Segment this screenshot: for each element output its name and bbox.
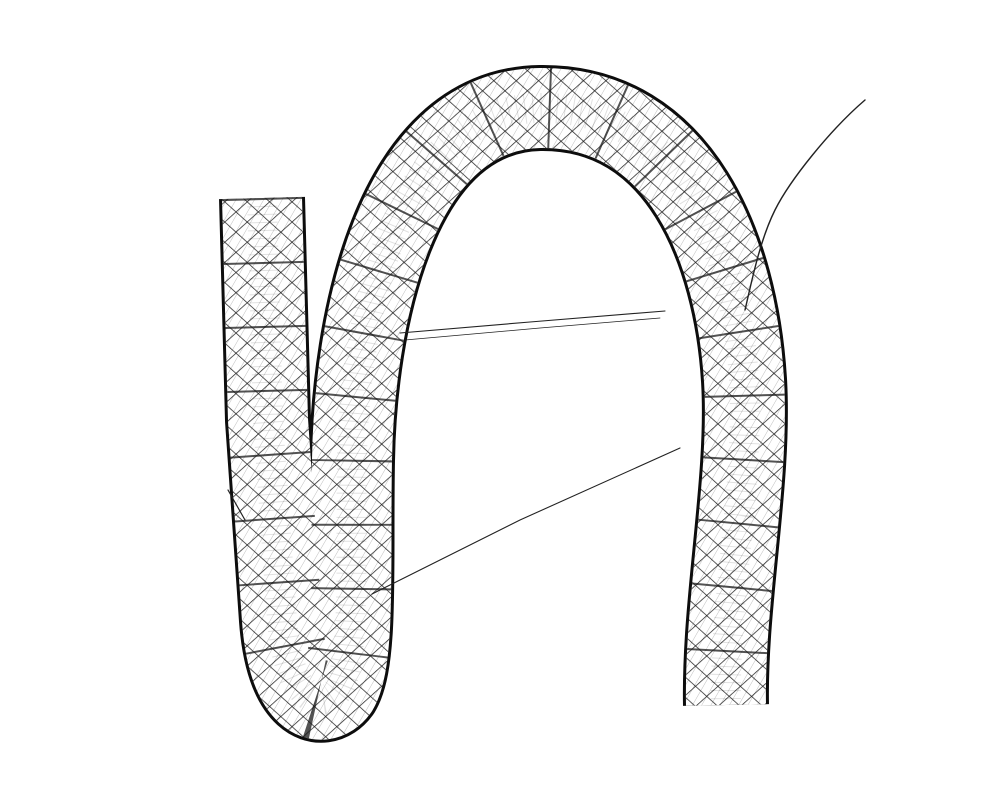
loose-threads bbox=[227, 99, 866, 595]
thread-diagonal-lower bbox=[371, 447, 681, 595]
thread-middle-upper-2 bbox=[404, 317, 661, 341]
mesh-tube bbox=[219, 64, 788, 743]
thread-left-stub bbox=[227, 489, 246, 521]
tube-mesh-fine bbox=[222, 67, 785, 740]
thread-top-right bbox=[744, 99, 866, 311]
thread-middle-upper bbox=[399, 310, 666, 334]
